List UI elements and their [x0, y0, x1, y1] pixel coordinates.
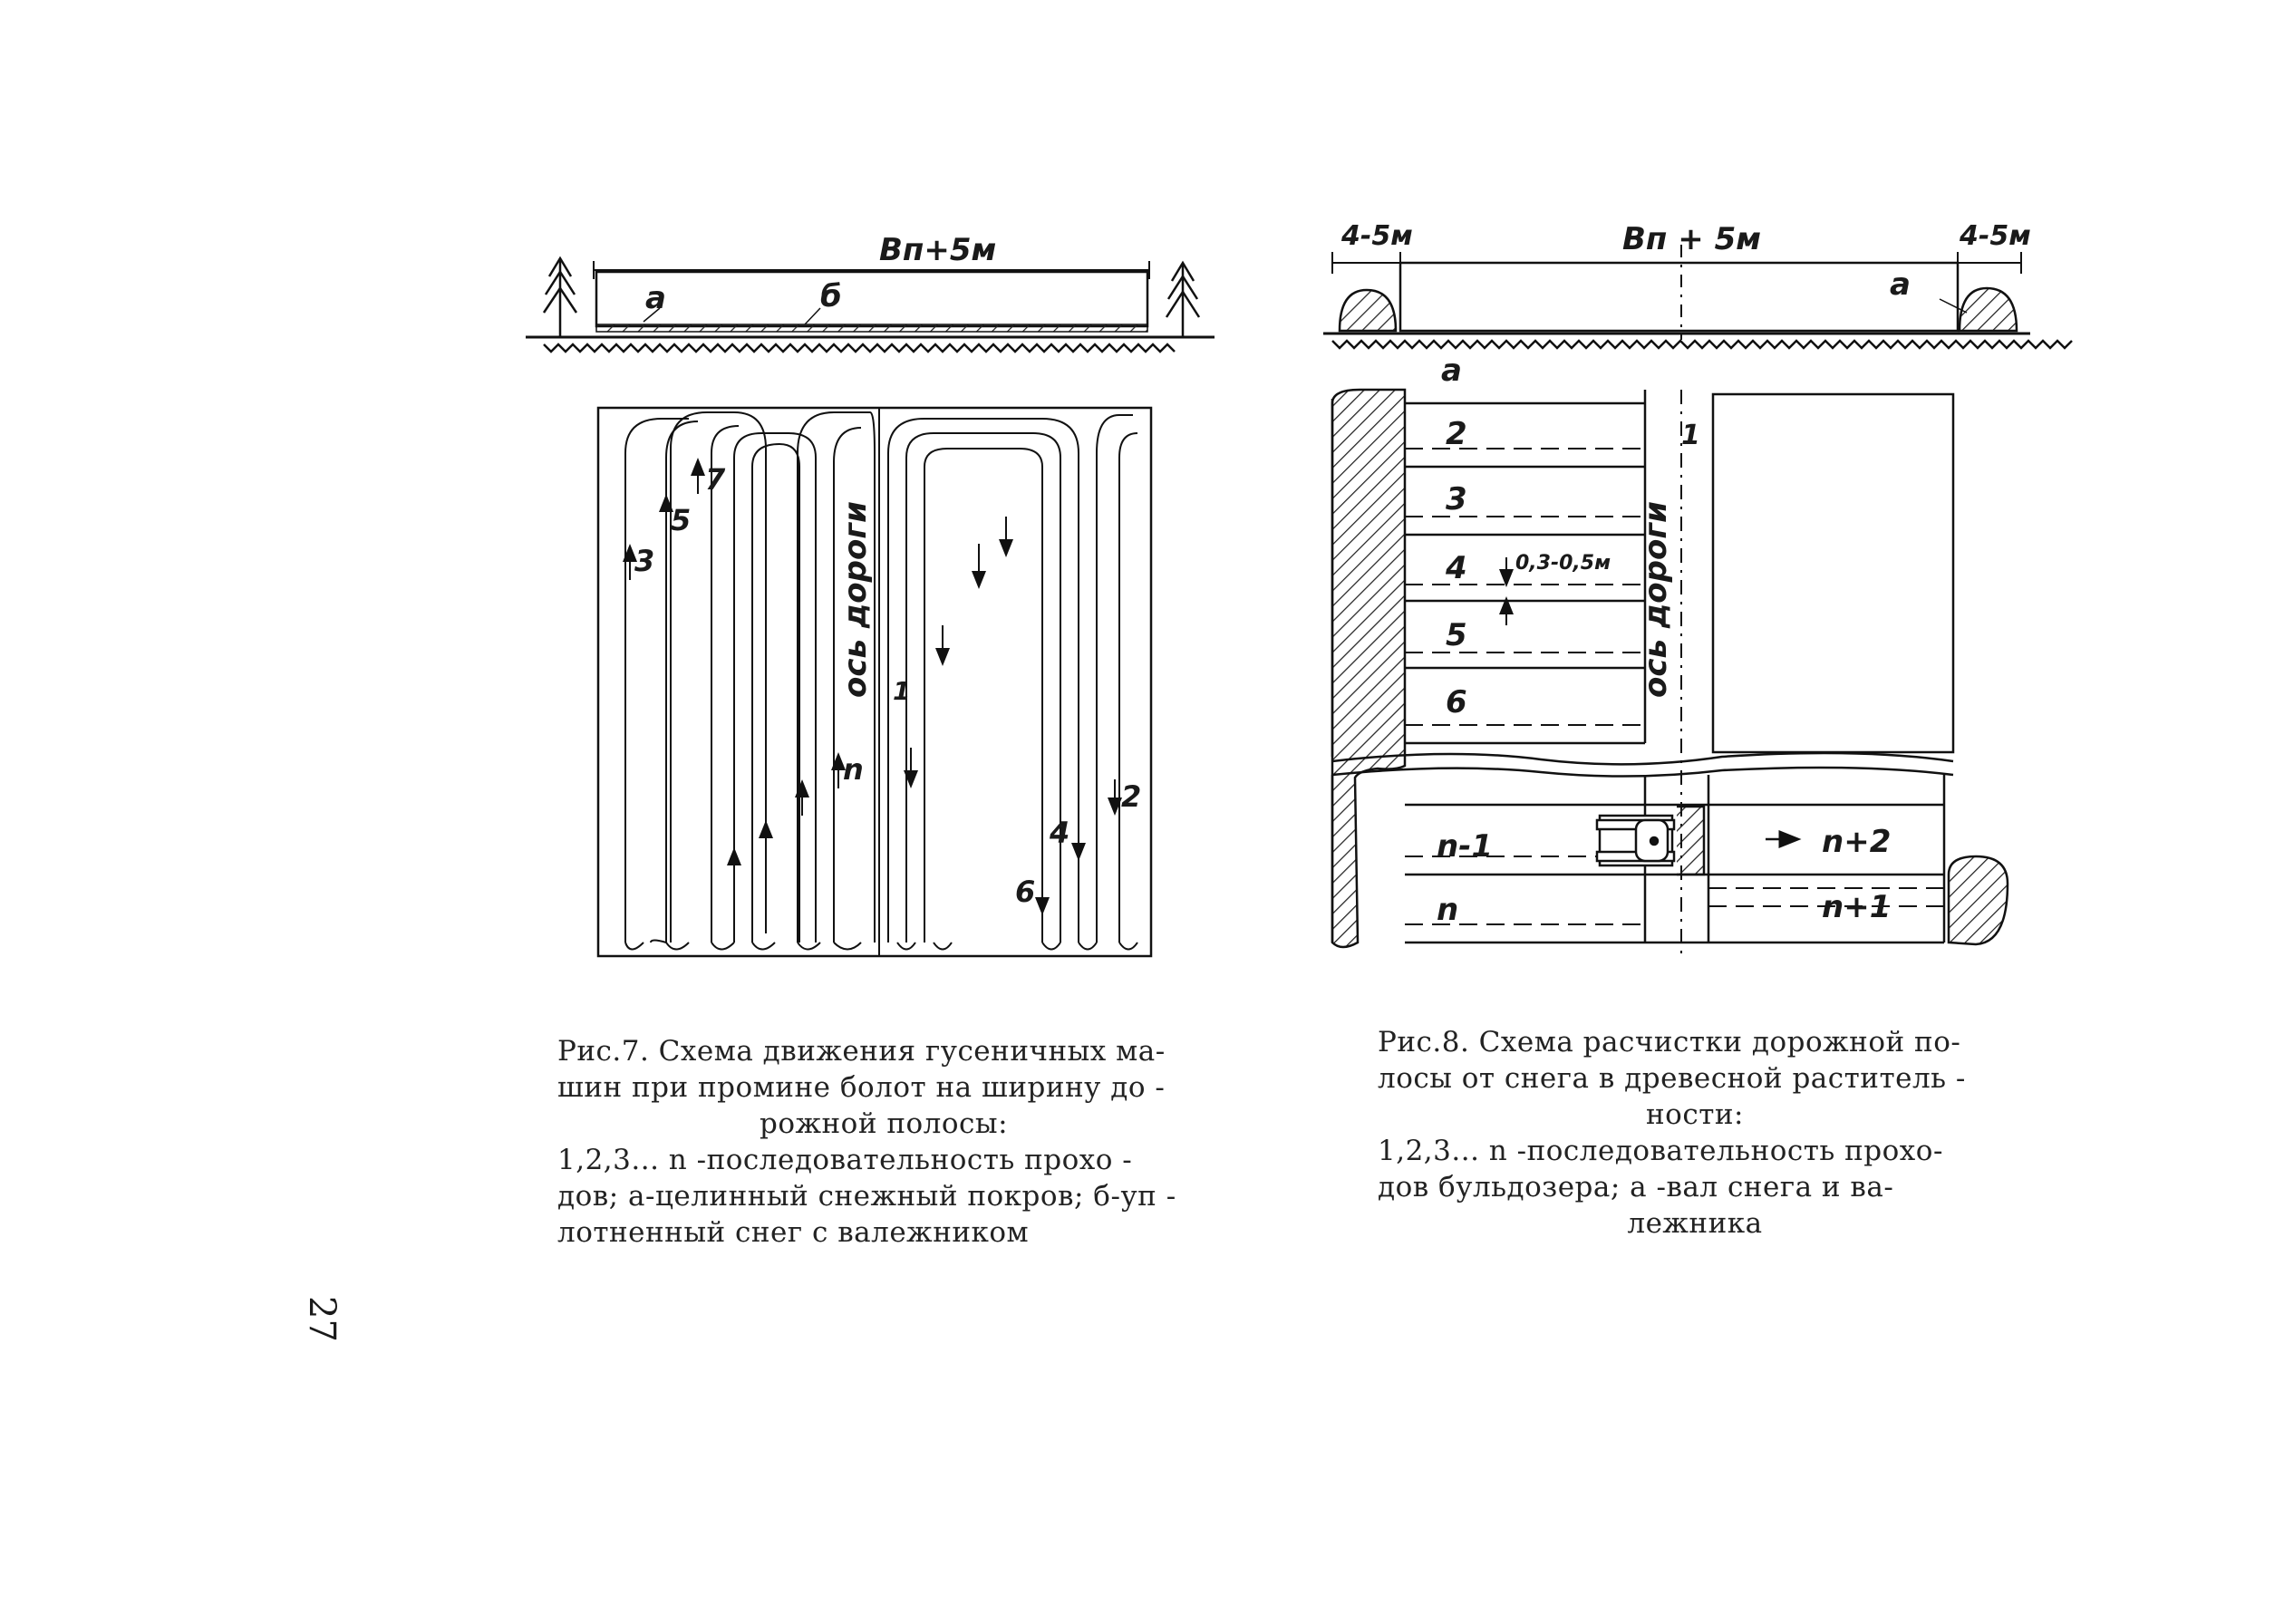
fig7-caption-line: шин при промине болот на ширину до - [557, 1071, 1166, 1104]
page-number: 27 [301, 1296, 343, 1342]
fig8-caption-line: Рис.8. Схема расчистки дорожной по- [1378, 1026, 1961, 1058]
fig8-row-2: 2 [1446, 416, 1467, 452]
fig8-row-n: n [1437, 892, 1458, 928]
fig8-right-label-n-1: n+1 [1822, 889, 1891, 925]
fig8-row-5: 5 [1446, 617, 1467, 653]
fig7-plan [596, 406, 1153, 958]
fig7-caption: Рис.7. Схема движения гусеничных ма- шин… [557, 1033, 1210, 1251]
fig7-cross-section [526, 256, 1215, 353]
fig7-pass-3: 3 [634, 544, 654, 578]
fig8-cross-section [1323, 245, 2073, 350]
fig8-row-4: 4 [1445, 550, 1467, 586]
fig8-left-width-label: 4-5м [1340, 220, 1413, 252]
fig7-caption-line: 1,2,3... n -последовательность прохо - [557, 1144, 1133, 1176]
fig7-pass-5: 5 [671, 503, 691, 537]
fig7-label-a: а [645, 280, 666, 316]
fig8-caption-line: 1,2,3... n -последовательность прохо- [1378, 1135, 1943, 1167]
fig8-caption-line: ности: [1646, 1098, 1744, 1131]
fig8-caption-line: дов бульдозера; а -вал снега и ва- [1378, 1171, 1894, 1204]
fig7-pass-2: 2 [1121, 779, 1141, 814]
fig8-label-a-plan: а [1441, 353, 1462, 389]
figure-8: 4-5м Bп + 5м 4-5м а [1323, 220, 2073, 961]
fig8-row-3: 3 [1446, 481, 1467, 517]
fig8-row-n-1: n-1 [1437, 828, 1493, 865]
fig7-axis-number: 1 [893, 676, 910, 706]
fig7-caption-line: рожной полосы: [759, 1107, 1009, 1140]
fig8-width-label: Bп + 5м [1622, 221, 1761, 257]
fig7-axis-label: ось дороги [837, 501, 874, 698]
fig8-right-label-n-2: n+2 [1822, 824, 1891, 860]
fig7-caption-line: Рис.7. Схема движения гусеничных ма- [557, 1035, 1166, 1068]
bulldozer-icon [1595, 805, 1706, 876]
fig8-caption-line: лежника [1627, 1207, 1763, 1240]
fig8-label-a-top: а [1890, 266, 1911, 303]
fig7-width-label: Bп+5м [879, 232, 996, 268]
fig8-axis-label: ось дороги [1638, 501, 1674, 698]
fig8-plan [1331, 388, 2009, 961]
fig8-axis-number: 1 [1681, 420, 1700, 451]
fig7-caption-line: лотненный снег с валежником [557, 1216, 1030, 1249]
fig8-right-width-label: 4-5м [1959, 220, 2031, 252]
fig8-caption-line: лосы от снега в древесной раститель - [1378, 1062, 1966, 1095]
fig8-gap-label: 0,3-0,5м [1515, 552, 1611, 575]
fig7-caption-line: дов; а-целинный снежный покров; б-уп - [557, 1180, 1176, 1213]
figure-7: Bп+5м а б [526, 232, 1215, 958]
fig7-pass-6: 6 [1015, 875, 1035, 909]
fig8-row-6: 6 [1446, 684, 1467, 720]
fig7-label-b: б [820, 278, 842, 314]
fig7-pass-n: n [843, 752, 864, 787]
fig8-caption: Рис.8. Схема расчистки дорожной по- лосы… [1378, 1024, 2012, 1242]
fig7-pass-4: 4 [1049, 816, 1069, 850]
fig7-pass-7: 7 [705, 462, 726, 497]
